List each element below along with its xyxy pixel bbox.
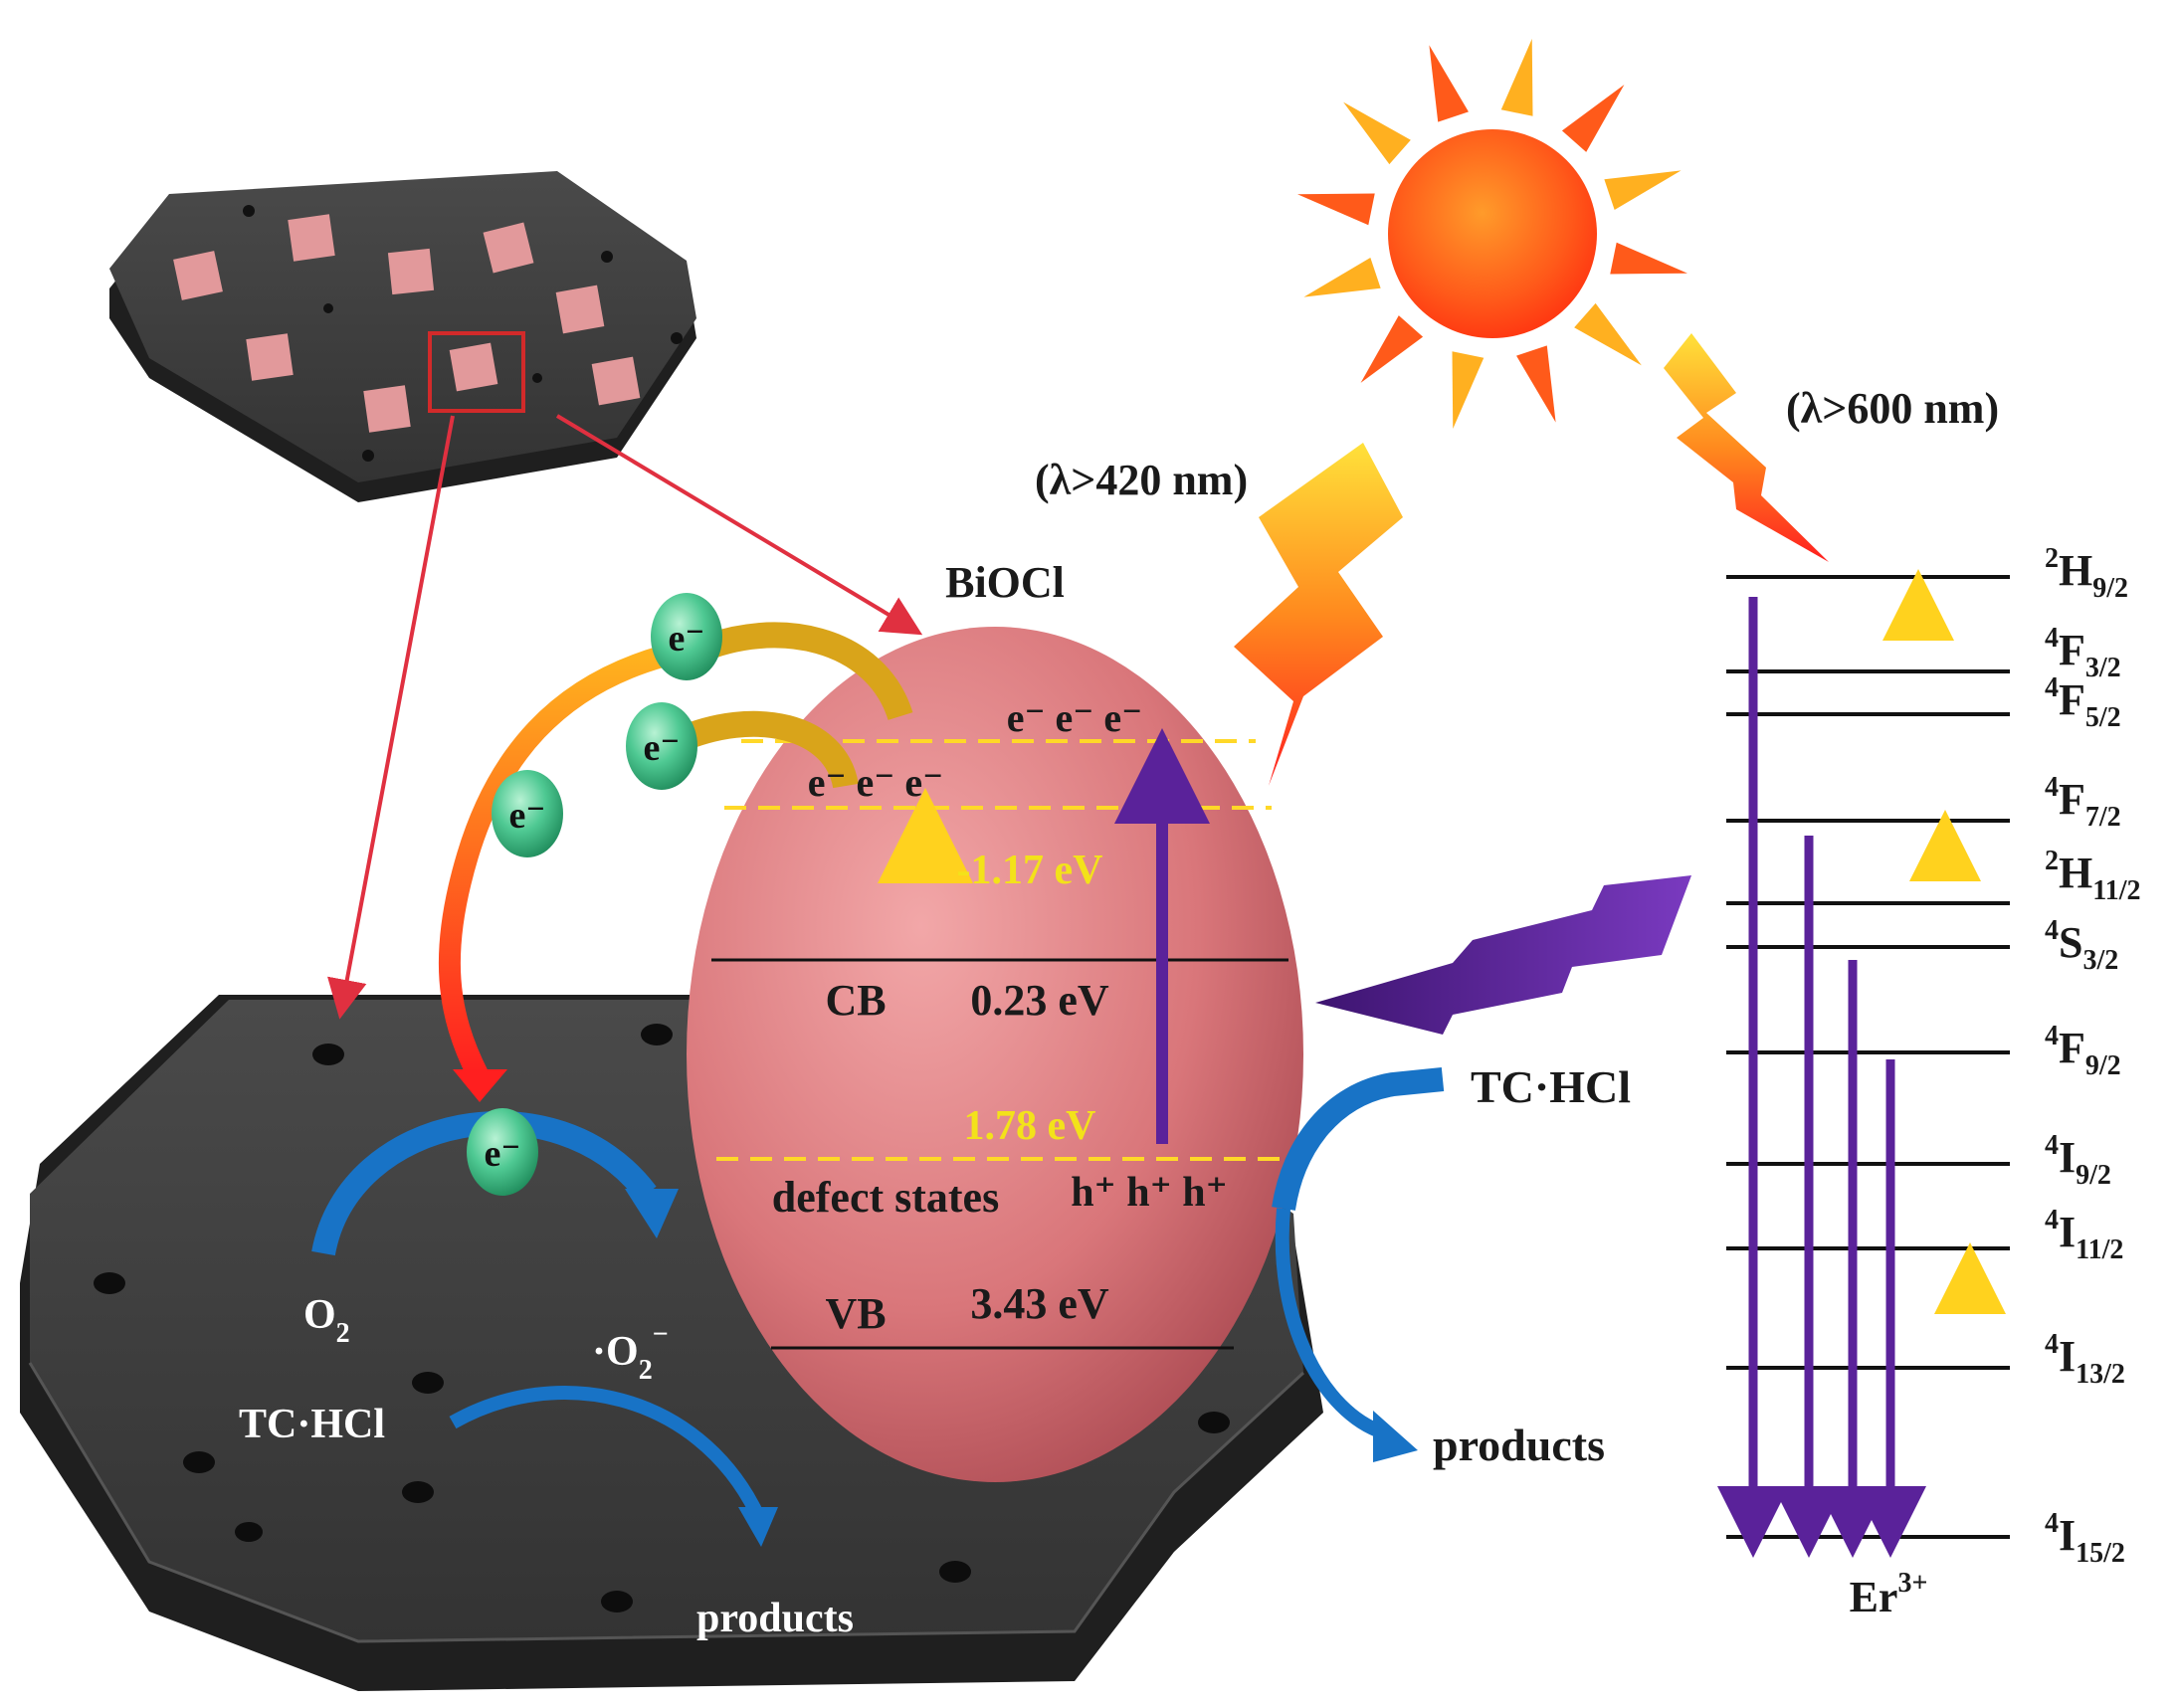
sun-icon [1296,38,1688,430]
sun-ray [1574,302,1642,366]
tc-hcl-right-label: TC·HCl [1471,1061,1631,1112]
energy-level-label: 4F7/2 [2045,772,2121,833]
holes-label: h⁺ h⁺ h⁺ [1071,1170,1228,1216]
electron-1: e⁻ [651,593,722,680]
biocl-label: BiOCl [945,558,1065,607]
electron-label: e⁻ [485,1133,521,1175]
o2-label: O2 [303,1292,350,1349]
defect-states-label: defect states [772,1173,999,1222]
sun-ray [1500,38,1533,116]
electron-4: e⁻ [467,1108,538,1196]
electrons-upper-label: e⁻ e⁻ e⁻ [1007,695,1143,740]
cb-label: CB [825,976,886,1025]
biocl-particle [687,627,1303,1482]
sun-ray [1296,193,1375,226]
tc-hcl-left-label: TC·HCl [239,1402,385,1447]
flake-particles [173,214,641,433]
vb-value-label: 3.43 eV [970,1279,1109,1328]
er-ion-label: Er3+ [1850,1568,1928,1621]
defect-vb-value-label: 1.78 eV [964,1103,1096,1149]
tc-degradation-arc-right-in [1272,1067,1445,1212]
zoom-arrow-down [327,415,455,1020]
electron-2: e⁻ [626,702,697,790]
energy-level-label: 4F3/2 [2045,623,2121,683]
wavelength-600-label: (λ>600 nm) [1786,384,1999,433]
sun-ray [1610,242,1688,275]
electron-transfer-arc-lower [671,710,859,789]
lightning-bolt-red-icon [1664,333,1829,562]
energy-level-label: 2H11/2 [2045,846,2140,906]
electrons-lower-label: e⁻ e⁻ e⁻ [808,760,944,805]
energy-level-label: 4S3/2 [2045,915,2118,976]
products-left-label: products [696,1596,854,1641]
zoom-box [428,331,525,413]
lightning-bolt-nir-icon [1315,875,1691,1035]
energy-level-label: 4F5/2 [2045,672,2121,733]
products-right-label: products [1433,1420,1605,1470]
lightning-bolt-visible-icon [1234,443,1403,786]
cb-value-label: 0.23 eV [970,976,1109,1025]
sun-ray [1561,85,1625,152]
sun-ray [1343,101,1411,165]
zoom-arrow-right [555,414,923,636]
energy-level-label: 4I13/2 [2045,1329,2125,1390]
sun-ray [1360,315,1424,383]
defect-cb-value-label: -1.17 eV [957,848,1103,893]
er-transitions [1717,569,2006,1558]
sun-ray [1303,258,1381,297]
electron-transfer-arc-main [438,646,666,1079]
energy-level-label: 2H9/2 [2045,543,2128,604]
electron-3: e⁻ [492,770,563,857]
energy-level-label: 4I9/2 [2045,1130,2111,1191]
sun-ray [1429,45,1469,122]
tc-degradation-arc-left [449,1386,763,1516]
superoxide-label: ·O2− [592,1319,669,1386]
electron-transfer-arc-upper [691,622,913,721]
energy-level-label: 4I15/2 [2045,1508,2125,1569]
tc-degradation-arc-right-out [1275,1208,1386,1439]
wavelength-420-label: (λ>420 nm) [1035,456,1248,504]
electron-label: e⁻ [669,618,705,660]
small-flake [109,171,696,502]
electron-label: e⁻ [509,795,546,837]
energy-level-label: 4F9/2 [2045,1021,2121,1081]
sun-ray [1452,351,1485,430]
vb-label: VB [825,1289,886,1338]
o2-reduction-arc [311,1111,657,1256]
sun-ray [1516,345,1556,423]
sun-ray [1604,170,1682,210]
electron-label: e⁻ [644,727,681,769]
energy-level-label: 4I11/2 [2045,1205,2123,1265]
